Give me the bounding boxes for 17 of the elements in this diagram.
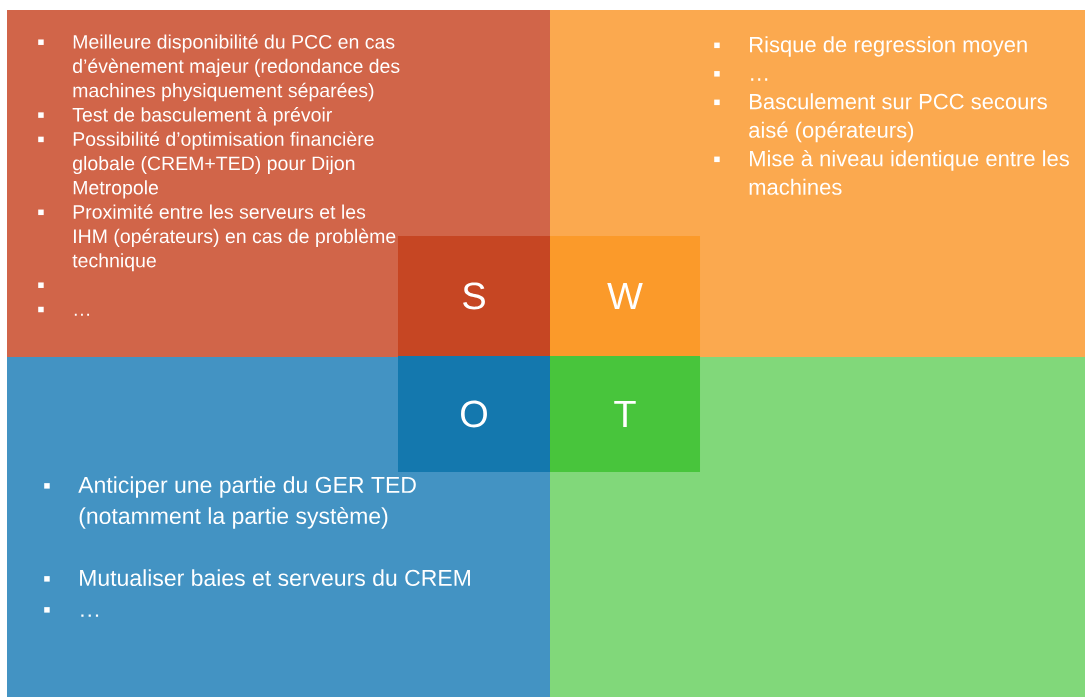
list-item: Proximité entre les serveurs et les IHM (opérateurs) en cas de problème technique [72,204,396,272]
list-item: Test de basculement à prévoir [72,107,332,126]
list-item: Anticiper une partie du GER TED (notamment la partie système) [78,476,416,529]
list-item: Meilleure disponibilité du PCC en cas d’évènement majeur (redondance des machines physiquement séparées) [73,34,400,102]
list-item: Possibilité d’optimisation financière globale (CREM+TED) pour Dijon Metropole [73,131,374,199]
list-item: Risque de regression moyen [750,36,1027,57]
letter-tile: W [550,236,700,356]
list-item: … [751,78,768,81]
list-item: … [74,313,90,316]
letter-tile: O [398,356,550,472]
letter-tile: S [398,236,550,356]
list-item: Mise à niveau identique entre les machines [749,149,1069,195]
list-item: … [81,614,99,617]
quadrant-panel [550,357,1085,697]
list-item: Basculement sur PCC secours aisé (opérateurs) [749,93,1047,143]
letter-tile: T [550,356,700,472]
list-item: Mutualiser baies et serveurs du CREM [80,569,470,587]
